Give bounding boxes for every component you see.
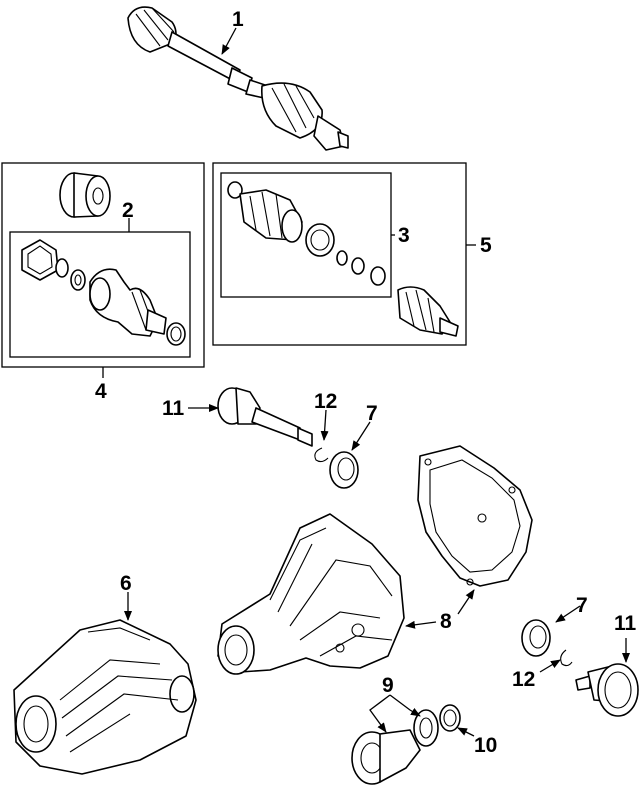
callout-8: 8 <box>440 610 452 633</box>
callout-4: 4 <box>95 380 107 403</box>
axle-shaft-part-1 <box>127 6 349 151</box>
snap-ring-part-12-lower <box>560 649 573 667</box>
callout-1: 1 <box>232 8 244 31</box>
callout-labels: 1 2 3 4 5 11 12 7 6 8 7 11 12 9 10 <box>95 8 637 757</box>
callout-11-upper: 11 <box>162 397 185 420</box>
group-box-2 <box>9 231 191 358</box>
seal-part-10 <box>439 704 461 732</box>
output-shaft-part-11-lower <box>575 663 639 717</box>
output-shaft-part-11-upper <box>217 387 313 447</box>
seal-part-7-upper <box>329 451 359 489</box>
callout-9: 9 <box>382 674 394 697</box>
differential-housing-part-8 <box>217 513 405 675</box>
callout-11-lower: 11 <box>614 612 637 635</box>
flange-part-9 <box>351 709 439 785</box>
callout-12-lower: 12 <box>512 668 535 691</box>
housing-cover-part-8 <box>417 445 533 587</box>
callout-6: 6 <box>120 572 132 595</box>
callout-5: 5 <box>480 234 492 257</box>
outer-boot-part-5 <box>397 286 459 337</box>
boot-kit-part-3 <box>227 181 386 286</box>
differential-assembly-part-6 <box>13 619 197 775</box>
callout-7-upper: 7 <box>366 402 378 425</box>
callout-12-upper: 12 <box>314 390 337 413</box>
callout-2: 2 <box>122 199 134 222</box>
group-box-5 <box>212 162 467 346</box>
snap-ring-part-12-upper <box>314 447 329 463</box>
leader-lines <box>102 27 630 737</box>
callout-10: 10 <box>474 734 497 757</box>
flange-part <box>59 172 111 218</box>
inner-joint-kit-part-2 <box>21 239 186 346</box>
callout-3: 3 <box>398 224 410 247</box>
seal-part-7-lower <box>521 619 551 657</box>
callout-7-lower: 7 <box>576 594 588 617</box>
